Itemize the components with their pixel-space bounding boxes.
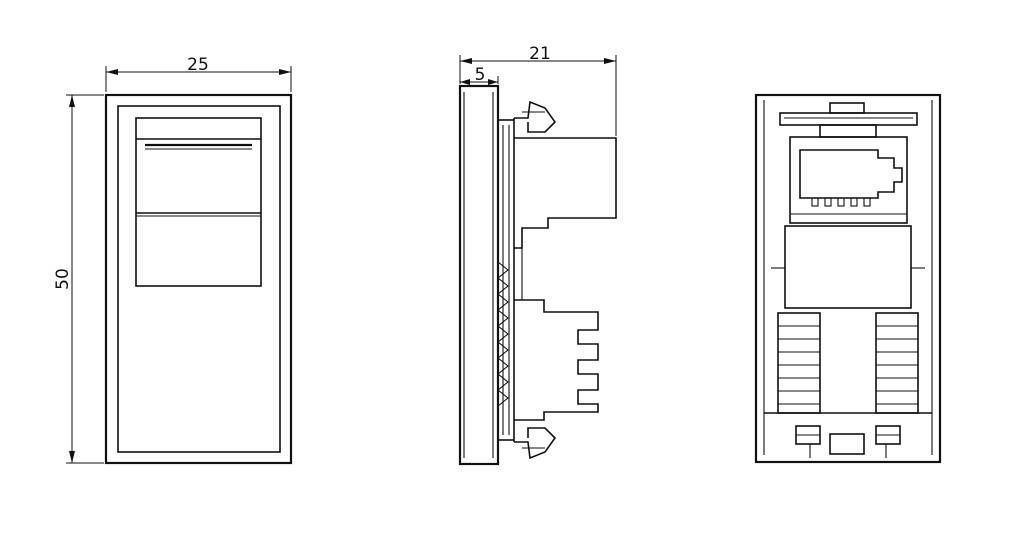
rear-socket-housing [789, 136, 908, 224]
side-terminal-block [514, 299, 599, 421]
bottom-latch [514, 427, 557, 460]
side-faceplate [458, 84, 500, 466]
front-inner-frame [117, 105, 281, 453]
top-latch [514, 100, 557, 133]
side-jack-body [514, 137, 617, 249]
front-height-dimension: 50 [53, 94, 104, 464]
side-plate-dimension: 5 [460, 65, 499, 85]
rear-outer-frame [754, 93, 942, 464]
front-height-label: 50 [53, 268, 73, 290]
side-plate-label: 5 [475, 65, 486, 85]
rj-socket-outline [799, 149, 903, 199]
front-port-housing [135, 117, 262, 287]
rear-center-block [784, 225, 912, 309]
side-depth-label: 21 [529, 44, 551, 64]
side-view [458, 84, 617, 466]
rear-right-terminals [875, 312, 919, 414]
side-depth-dimension: 21 [459, 44, 617, 136]
front-outer-frame [104, 93, 293, 465]
front-view [104, 93, 293, 465]
rear-left-terminals [777, 312, 821, 414]
front-width-dimension: 25 [105, 55, 292, 92]
front-width-label: 25 [187, 55, 209, 75]
rear-view [754, 93, 942, 464]
